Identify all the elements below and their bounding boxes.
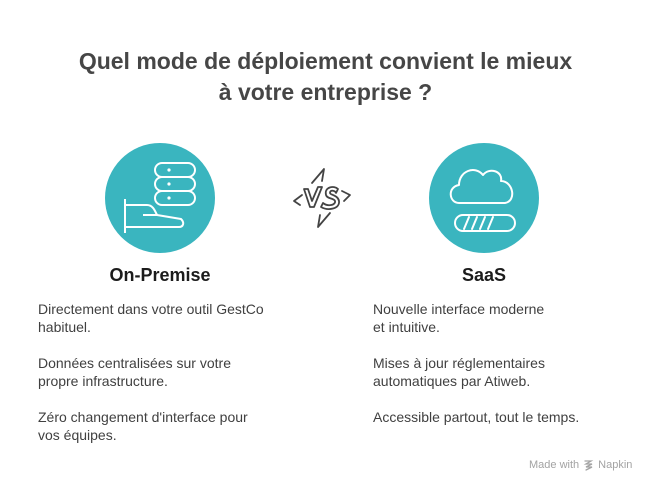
item-line: Zéro changement d'interface pour — [38, 409, 248, 425]
item-line: Données centralisées sur votre — [38, 355, 231, 371]
page-title: Quel mode de déploiement convient le mie… — [0, 46, 651, 108]
saas-heading: SaaS — [461, 265, 507, 285]
server-in-hand-icon — [124, 162, 196, 233]
saas-item: Accessible partout, tout le temps. — [373, 408, 579, 426]
item-line: automatiques par Atiweb. — [373, 373, 531, 389]
made-with-label: Made with — [529, 459, 580, 471]
title-line-2: à votre entreprise ? — [218, 79, 433, 105]
title-line-1: Quel mode de déploiement convient le mie… — [78, 48, 573, 74]
napkin-logo-icon — [583, 459, 594, 471]
vs-separator — [290, 165, 354, 231]
napkin-brand: Napkin — [598, 459, 633, 471]
item-line: propre infrastructure. — [38, 373, 168, 389]
item-line: Accessible partout, tout le temps. — [373, 409, 580, 425]
item-line: et intuitive. — [373, 319, 440, 335]
cloud-progress-icon — [449, 169, 516, 232]
item-line: habituel. — [38, 319, 91, 335]
napkin-watermark: Made with Napkin — [529, 459, 632, 471]
on-premise-item: Directement dans votre outil GestCo habi… — [38, 300, 264, 336]
item-line: vos équipes. — [38, 427, 117, 443]
vs-icon — [293, 168, 351, 228]
saas-item: Mises à jour réglementaires automatiques… — [373, 354, 545, 390]
on-premise-icon-circle — [105, 143, 215, 253]
saas-item: Nouvelle interface moderne et intuitive. — [373, 300, 544, 336]
item-line: Mises à jour réglementaires — [373, 355, 545, 371]
item-line: Nouvelle interface moderne — [373, 301, 545, 317]
item-line: Directement dans votre outil GestCo — [38, 301, 264, 317]
on-premise-heading: On-Premise — [109, 265, 211, 285]
on-premise-item: Zéro changement d'interface pour vos équ… — [38, 408, 248, 444]
on-premise-item: Données centralisées sur votre propre in… — [38, 354, 231, 390]
saas-icon-circle — [429, 143, 539, 253]
